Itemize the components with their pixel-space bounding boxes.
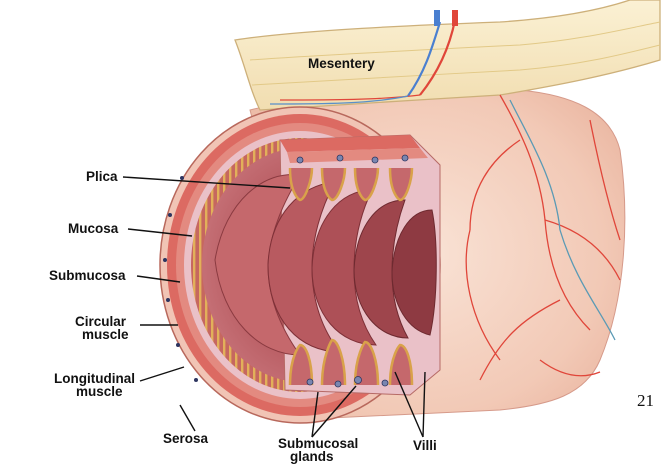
leader-lines: [122, 176, 426, 438]
label-plica: Plica: [86, 169, 118, 184]
mesentery-artery: [419, 19, 457, 96]
cutaway-bottom-plicae: [288, 338, 414, 386]
label-circular-muscle-line2: muscle: [82, 327, 129, 342]
plicae-folds: [214, 173, 437, 356]
page-number: 21: [637, 391, 654, 410]
label-submucosal-glands-line1: Submucosal: [278, 436, 358, 451]
label-mesentery: Mesentery: [308, 56, 375, 71]
label-submucosal-glands-line2: glands: [290, 449, 334, 464]
mesentery-vein: [407, 21, 442, 97]
mesentery: [234, 0, 661, 111]
label-serosa: Serosa: [163, 431, 209, 446]
label-mucosa: Mucosa: [68, 221, 119, 236]
label-villi: Villi: [413, 438, 437, 453]
label-submucosa: Submucosa: [49, 268, 126, 283]
label-longitudinal-muscle-line2: muscle: [76, 384, 123, 399]
label-circular-muscle-line1: Circular: [75, 314, 127, 329]
serosa-vessel-dots: [163, 176, 198, 382]
surface-vessels: [465, 94, 621, 381]
cutaway-top-plicae: [288, 167, 414, 202]
label-longitudinal-muscle-line1: Longitudinal: [54, 371, 135, 386]
submucosal-glands: [296, 154, 409, 388]
